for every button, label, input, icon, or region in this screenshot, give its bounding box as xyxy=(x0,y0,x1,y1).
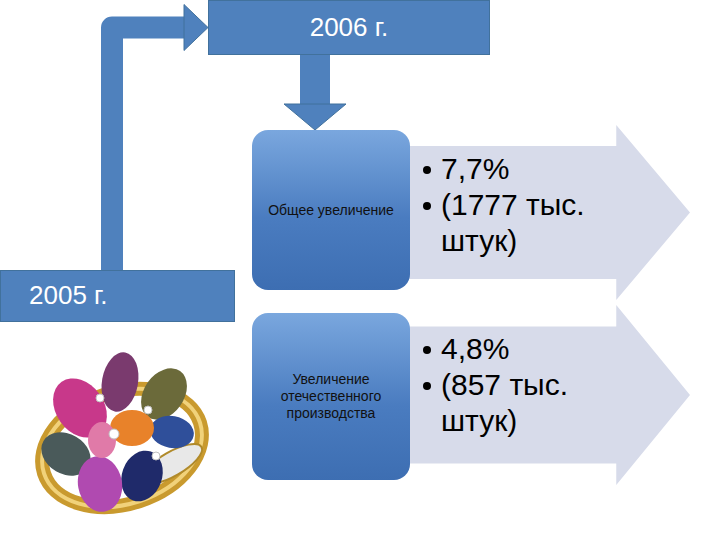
gem-orange xyxy=(110,410,154,446)
bullet-item: 7,7% xyxy=(423,151,610,187)
arrow-head xyxy=(284,104,346,130)
bullet-dot xyxy=(423,382,431,390)
year-box: 2005 г. xyxy=(0,270,235,322)
bullet-item: 4,8% xyxy=(423,331,610,367)
year-label: 2006 г. xyxy=(310,12,389,43)
year-box: 2006 г. xyxy=(208,0,490,55)
gem-magenta xyxy=(73,453,126,516)
center-diamond xyxy=(109,429,119,439)
flow-arrow xyxy=(284,55,346,130)
value-arrow: 7,7%(1777 тыс. штук) xyxy=(395,125,690,300)
small-diamond xyxy=(144,406,152,414)
category-box: Увеличение отечественного производства xyxy=(252,313,410,480)
value-arrow: 4,8%(857 тыс. штук) xyxy=(395,305,690,485)
year-label: 2005 г. xyxy=(29,280,108,311)
arrow-shaft xyxy=(112,28,185,271)
arrow-fill xyxy=(395,125,690,300)
category-label: Увеличение отечественного производства xyxy=(262,371,400,421)
category-box: Общее увеличение xyxy=(252,130,410,290)
flow-arrow xyxy=(112,5,208,271)
small-diamond xyxy=(96,394,104,402)
category-label: Общее увеличение xyxy=(268,202,394,219)
arrow-fill xyxy=(395,305,690,485)
bullet-item: (1777 тыс. штук) xyxy=(423,187,610,259)
gem-blue xyxy=(148,412,197,451)
bullet-item: (857 тыс. штук) xyxy=(423,367,610,439)
bullet-dot xyxy=(423,202,431,210)
value-text: (1777 тыс. штук) xyxy=(441,187,610,259)
value-text: 7,7% xyxy=(441,151,509,187)
bullet-dot xyxy=(423,346,431,354)
value-text: 4,8% xyxy=(441,331,509,367)
value-text: (857 тыс. штук) xyxy=(441,367,610,439)
arrow-shaft xyxy=(300,55,330,105)
gem-purple xyxy=(97,349,143,414)
gem-rose xyxy=(88,422,116,458)
small-diamond xyxy=(152,452,160,460)
bullet-dot xyxy=(423,166,431,174)
gem-navy xyxy=(114,445,169,508)
arrow-head xyxy=(184,5,208,51)
ring-illustration xyxy=(22,336,228,522)
